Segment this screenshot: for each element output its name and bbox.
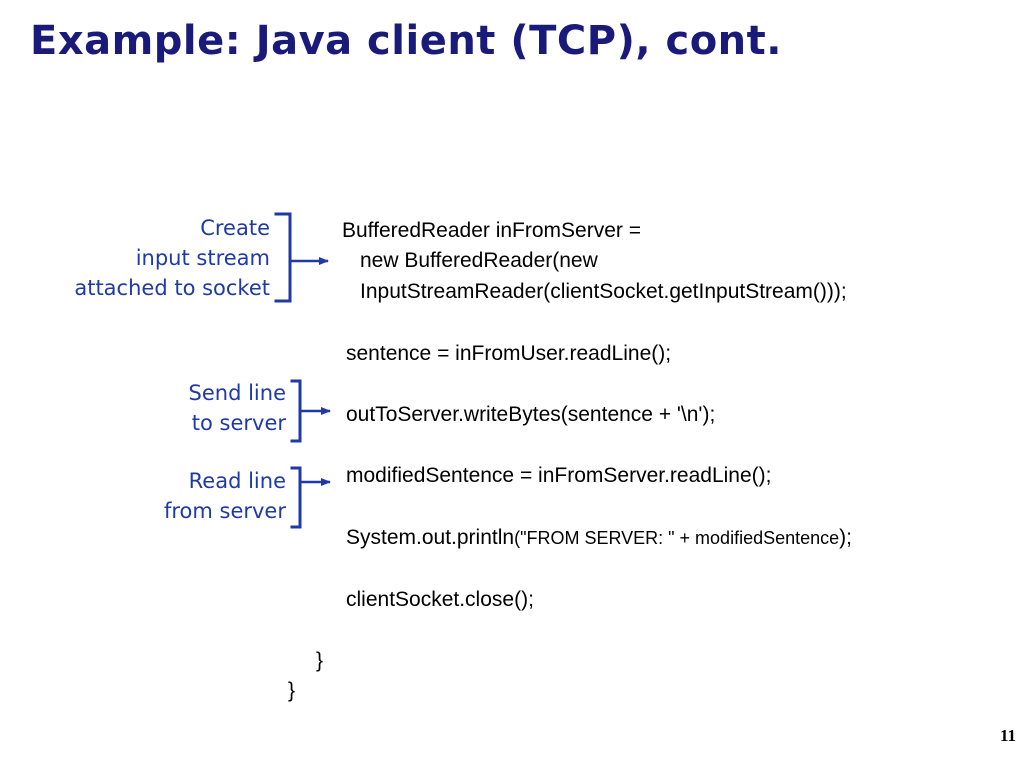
code-line: clientSocket.close(); (346, 588, 534, 611)
slide-title: Example: Java client (TCP), cont. (30, 18, 782, 64)
code-line: System.out.println("FROM SERVER: " + mod… (346, 523, 852, 553)
annotation-line: Send line (188, 381, 286, 405)
annotation-line: Read line (188, 469, 286, 493)
page-number: 11 (999, 726, 1016, 745)
annotation-read-line: Read line from server (164, 466, 286, 526)
annotation-create-input-stream: Create input stream attached to socket (74, 213, 270, 303)
bracket-create (274, 212, 292, 303)
code-line: new BufferedReader(new (360, 249, 598, 272)
code-line: BufferedReader inFromServer = (342, 219, 642, 242)
annotation-line: from server (163, 499, 286, 523)
bracket-send (290, 379, 302, 443)
code-line: InputStreamReader(clientSocket.getInputS… (360, 280, 847, 303)
code-line: modifiedSentence = inFromServer.readLine… (346, 464, 772, 487)
bracket-read (290, 466, 302, 529)
code-line: sentence = inFromUser.readLine(); (346, 342, 672, 365)
annotation-send-line: Send line to server (189, 378, 286, 438)
code-segment: ); (839, 526, 852, 549)
code-line: outToServer.writeBytes(sentence + '\n'); (346, 403, 716, 426)
annotation-line: input stream (135, 246, 270, 270)
annotation-line: Create (200, 216, 270, 240)
code-segment: System.out.println (346, 526, 515, 549)
closing-brace-inner: } (316, 649, 324, 672)
annotation-line: to server (191, 411, 286, 435)
annotation-line: attached to socket (74, 276, 270, 300)
code-segment: ("FROM SERVER: " + modifiedSentence (514, 528, 840, 548)
closing-brace-outer: } (288, 679, 296, 702)
